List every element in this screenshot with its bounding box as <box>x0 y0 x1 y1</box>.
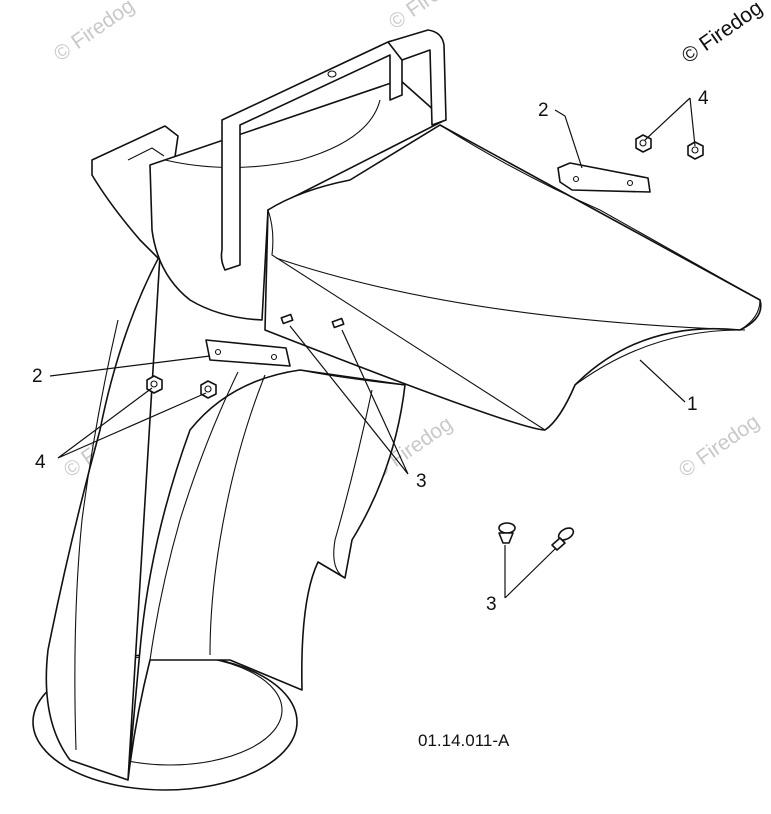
bracket-hole <box>327 70 337 78</box>
copyright-mark: © Firedog <box>678 0 767 68</box>
bolt-a <box>498 522 516 544</box>
tube-outline <box>45 254 406 781</box>
plate-lower-hole-a <box>214 348 222 356</box>
leader-2-lower <box>49 355 211 377</box>
bracket-back <box>387 29 447 126</box>
bracket-loop <box>220 29 447 271</box>
deflector-side-line <box>275 257 746 331</box>
bowl-rim <box>164 99 381 169</box>
nut-upper-a <box>635 134 652 153</box>
callout-2-upper: 2 <box>538 100 549 121</box>
tube-right-seam <box>333 389 373 579</box>
leader-2-upper <box>554 109 583 169</box>
flange-slot <box>127 147 165 161</box>
tube-seam-left <box>149 371 239 661</box>
nut-upper-b <box>687 141 704 160</box>
watermark-top-left: © Firedog <box>50 0 139 66</box>
leader-3-bolts <box>504 545 557 599</box>
plate-lower-part-2 <box>205 339 291 367</box>
leader-1 <box>639 359 686 403</box>
bolt-b <box>551 527 575 551</box>
callout-3-bolts: 3 <box>486 594 497 615</box>
watermark-top-center: © Firedog <box>385 0 474 34</box>
deflector-crease <box>267 209 546 431</box>
plate-lower-hole-b <box>270 353 278 361</box>
plate-upper-hole-a <box>572 175 580 183</box>
leader-4-upper <box>644 97 696 147</box>
deflector-ridge <box>439 124 761 301</box>
mount-hole-b <box>331 317 345 329</box>
callout-2-lower: 2 <box>32 366 43 387</box>
drawing-code: 01.14.011-A <box>418 731 510 750</box>
deflector-lip <box>574 299 761 386</box>
bolts-part-3 <box>498 522 575 551</box>
nut-lower-b <box>200 380 217 399</box>
deflector-outline <box>264 124 762 431</box>
tube-top-edge <box>299 369 406 386</box>
deflector-part-1 <box>264 124 762 431</box>
callout-4-lower: 4 <box>35 452 46 473</box>
tube-seam-right <box>209 374 266 656</box>
plate-upper-shape <box>557 162 651 193</box>
mount-hole-a <box>280 313 294 325</box>
leader-4-lower <box>57 387 207 459</box>
tube-left-edge <box>74 319 119 751</box>
callout-3-part: 3 <box>416 471 427 492</box>
plate-upper-hole-b <box>626 179 634 187</box>
leader-3-on-part <box>289 325 409 475</box>
callout-1: 1 <box>687 394 698 415</box>
callout-4-upper: 4 <box>698 88 709 109</box>
plate-lower-shape <box>205 339 291 367</box>
watermark-mid-right: © Firedog <box>675 410 764 482</box>
plate-upper-part-2 <box>557 162 651 193</box>
leader-lines <box>49 97 696 599</box>
